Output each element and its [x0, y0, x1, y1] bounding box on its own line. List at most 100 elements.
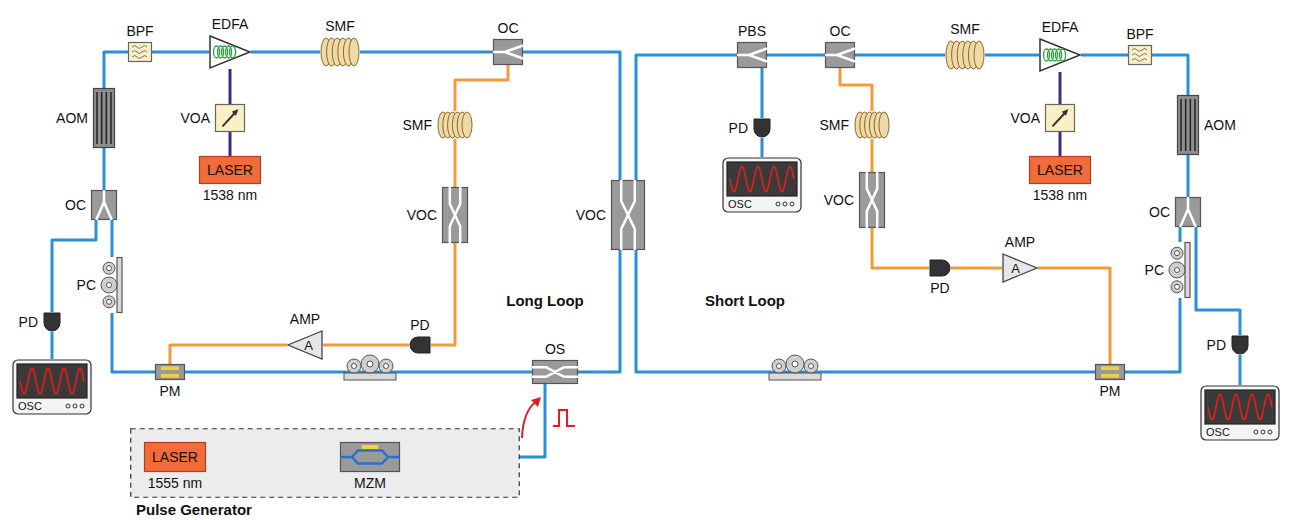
laser-component: LASER1538 nm: [1029, 156, 1091, 184]
pm-shape: [155, 364, 185, 380]
fiber-connection: [1059, 132, 1062, 156]
component-label: PD: [19, 315, 38, 329]
smf-component: SMF: [945, 40, 985, 70]
loop-label: Short Loop: [705, 293, 785, 308]
fiber-connection: [52, 220, 96, 312]
pdl-shape: [409, 336, 431, 354]
bpf-shape: [1128, 45, 1152, 65]
ampl-component: AMPA: [287, 330, 323, 360]
component-label: LASER: [152, 450, 198, 464]
fiber-connection: [229, 132, 232, 156]
bpf-component: BPF: [1128, 45, 1152, 65]
fiber-connection: [872, 228, 929, 268]
ocr-component: PBS: [737, 42, 767, 68]
fiber-connection: [229, 69, 232, 104]
component-label: AMP: [290, 312, 320, 326]
pdr-component: PD: [929, 259, 951, 277]
component-label: VOC: [407, 208, 437, 222]
component-label: PD: [930, 281, 949, 295]
component-label: 1538 nm: [203, 188, 257, 202]
bpf-shape: [128, 42, 152, 62]
component-label: PD: [1207, 338, 1226, 352]
component-label: PBS: [738, 24, 766, 38]
fiber-connection: [636, 55, 737, 180]
ampr-component: AMPA: [1002, 253, 1038, 283]
component-label: Pulse Generator: [136, 502, 252, 517]
aom-component: AOM: [1177, 95, 1199, 155]
edfa-shape: [1039, 38, 1081, 72]
pm-component: PM: [155, 364, 185, 380]
osc-component: OSC: [1200, 385, 1280, 441]
component-label: BPF: [126, 24, 153, 38]
component-label: EDFA: [212, 17, 249, 31]
dash-component: Pulse GeneratorLASER1555 nmMZM: [130, 428, 520, 498]
arrow-head: [531, 397, 541, 407]
laser-component: LASER1538 nm: [199, 156, 261, 184]
fiber-connection: [1179, 227, 1182, 242]
pdt-shape: [753, 118, 771, 138]
pulse-shape: [553, 410, 575, 426]
edfa-shape: [209, 35, 251, 69]
aom-shape: [93, 88, 115, 148]
component-label: A: [304, 339, 313, 352]
smf-component: SMF: [320, 37, 360, 67]
ocr-shape: [493, 39, 523, 65]
voc-component: VOC: [859, 172, 885, 228]
edfa-component: EDFA: [1039, 38, 1081, 72]
component-label: PD: [410, 318, 429, 332]
component-label: PC: [1145, 263, 1164, 277]
voc-shape: [859, 172, 885, 228]
smf-shape: [437, 111, 473, 139]
fiber-connection: [1059, 72, 1062, 104]
fiber-connection: [152, 51, 209, 54]
component-label: AOM: [1204, 118, 1236, 132]
ocv-component: OC: [1175, 197, 1201, 227]
fiber-connection: [985, 54, 1039, 57]
fiber-connection: [360, 51, 493, 54]
osc-component: OSC: [12, 359, 92, 415]
pdt-component: PD: [43, 312, 61, 332]
component-label: OS: [545, 342, 565, 356]
ocr-component: OC: [493, 39, 523, 65]
fiber-connection: [455, 65, 508, 111]
voa-shape: [1045, 104, 1075, 132]
component-label: AMP: [1005, 235, 1035, 249]
fiber-connection: [636, 250, 1095, 372]
pm-component: PM: [1095, 364, 1125, 380]
pcv-shape: [1169, 242, 1191, 298]
component-label: VOC: [576, 208, 606, 222]
fiber-connection: [578, 250, 620, 372]
fiber-connection: [111, 220, 114, 257]
component-label: PD: [729, 121, 748, 135]
fiber-connection: [431, 243, 455, 345]
component-label: 1555 nm: [148, 476, 202, 490]
voc-shape: [611, 180, 645, 250]
voc-shape: [442, 187, 468, 243]
voa-component: VOA: [1045, 104, 1075, 132]
component-label: VOA: [180, 111, 210, 125]
voc-component: VOC: [611, 180, 645, 250]
fiber-connection: [767, 54, 825, 57]
pdr-shape: [929, 259, 951, 277]
component-label: A: [1011, 262, 1020, 275]
fiber-connection: [51, 332, 54, 359]
component-label: LASER: [1037, 163, 1083, 177]
component-label: LASER: [207, 163, 253, 177]
component-label: PM: [160, 384, 181, 398]
os-component: OS: [532, 360, 578, 384]
component-label: VOA: [1010, 111, 1040, 125]
mzm-component: MZM: [340, 442, 400, 472]
component-label: VOC: [824, 193, 854, 207]
os-shape: [532, 360, 578, 384]
voc-component: VOC: [442, 187, 468, 243]
component-label: OSC: [1206, 427, 1230, 438]
component-label: SMF: [819, 118, 849, 132]
fiber-connection: [454, 139, 457, 187]
fiber-connection: [103, 148, 106, 190]
aom-shape: [1177, 95, 1199, 155]
fiber-connection: [523, 52, 620, 180]
fiber-connection: [871, 139, 874, 172]
ocr-shape: [737, 42, 767, 68]
component-label: BPF: [1126, 27, 1153, 41]
bpf-component: BPF: [128, 42, 152, 62]
